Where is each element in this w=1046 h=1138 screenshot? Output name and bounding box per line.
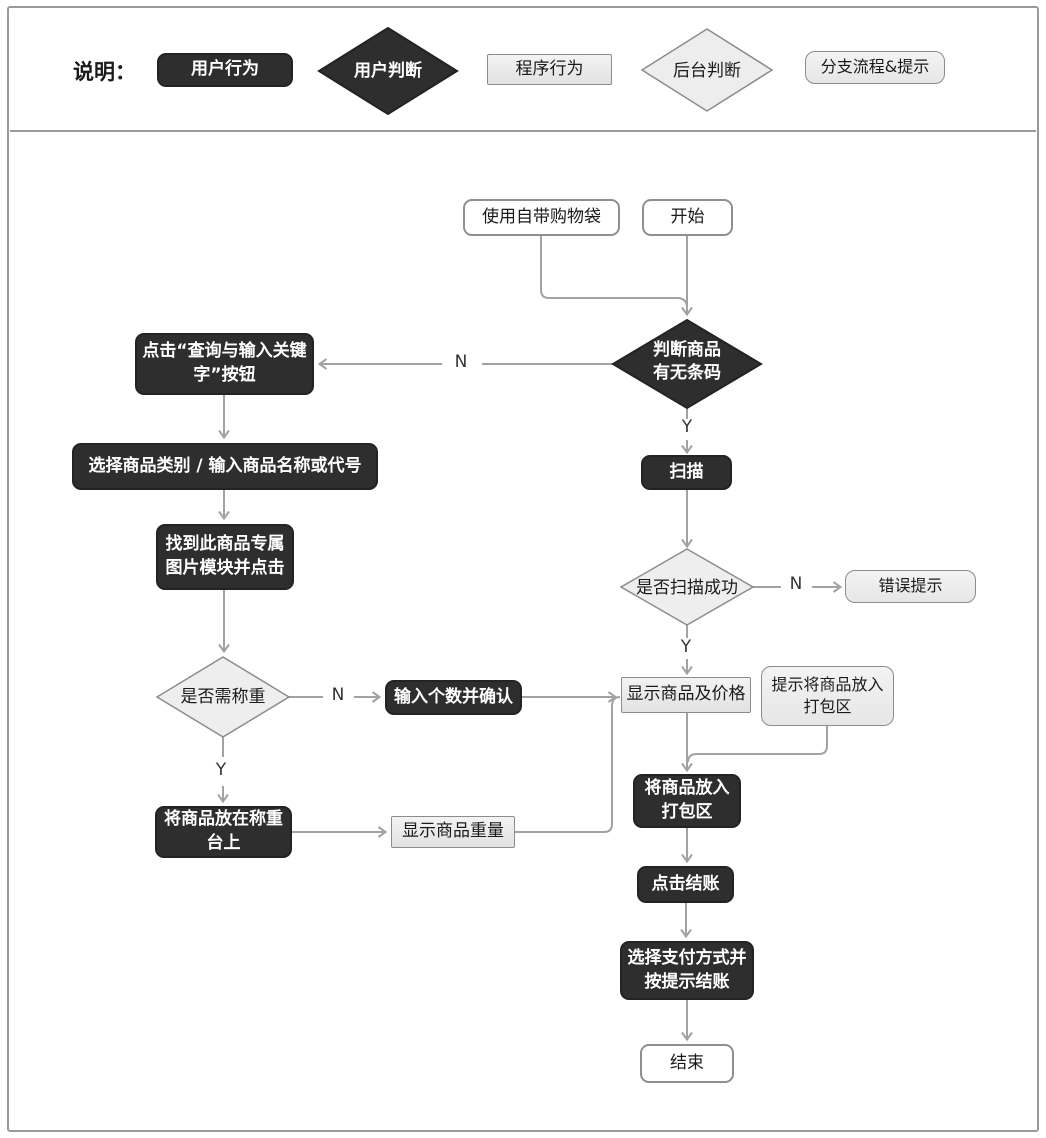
edge-label-scan-yes: Y bbox=[680, 637, 692, 657]
need-weigh-diamond bbox=[155, 656, 291, 738]
node-start: 开始 bbox=[642, 199, 733, 236]
node-pack-hint: 提示将商品放入打包区 bbox=[761, 666, 894, 726]
node-pay: 选择支付方式并按提示结账 bbox=[620, 941, 754, 1000]
scan-ok-diamond bbox=[619, 548, 755, 626]
legend-user-action: 用户行为 bbox=[157, 53, 293, 87]
node-checkout: 点击结账 bbox=[637, 866, 734, 903]
legend-title: 说明： bbox=[73, 60, 136, 84]
node-place-scale: 将商品放在称重台上 bbox=[155, 806, 292, 858]
legend-backend-decision-diamond bbox=[640, 28, 774, 112]
node-click-search: 点击“查询与输入关键字”按钮 bbox=[135, 333, 314, 395]
node-select-category: 选择商品类别 / 输入商品名称或代号 bbox=[72, 443, 378, 490]
edge-label-scan-no: N bbox=[789, 574, 803, 594]
node-error-hint: 错误提示 bbox=[845, 570, 976, 603]
node-scan: 扫描 bbox=[641, 455, 732, 490]
node-end: 结束 bbox=[640, 1044, 734, 1083]
node-show-weight: 显示商品重量 bbox=[391, 816, 515, 848]
node-input-count: 输入个数并确认 bbox=[385, 680, 522, 715]
connector-bag-merge bbox=[540, 236, 688, 309]
node-own-bag: 使用自带购物袋 bbox=[463, 199, 620, 236]
edge-label-weigh-no: N bbox=[331, 685, 345, 705]
connector-hint-merge bbox=[687, 726, 828, 763]
legend-user-decision-diamond bbox=[317, 26, 459, 116]
node-find-image: 找到此商品专属图片模块并点击 bbox=[156, 524, 294, 590]
node-pack: 将商品放入打包区 bbox=[633, 774, 741, 828]
node-show-price: 显示商品及价格 bbox=[621, 677, 751, 713]
edge-label-barcode-no: N bbox=[454, 352, 468, 372]
decide-barcode-diamond bbox=[611, 318, 763, 410]
connector-weight-merge bbox=[515, 696, 621, 833]
legend-program-action: 程序行为 bbox=[487, 54, 612, 85]
edge-label-weigh-yes: Y bbox=[215, 760, 227, 780]
legend-divider bbox=[10, 130, 1036, 132]
edge-label-barcode-yes: Y bbox=[681, 417, 693, 437]
legend-branch-hint: 分支流程&提示 bbox=[805, 51, 945, 84]
